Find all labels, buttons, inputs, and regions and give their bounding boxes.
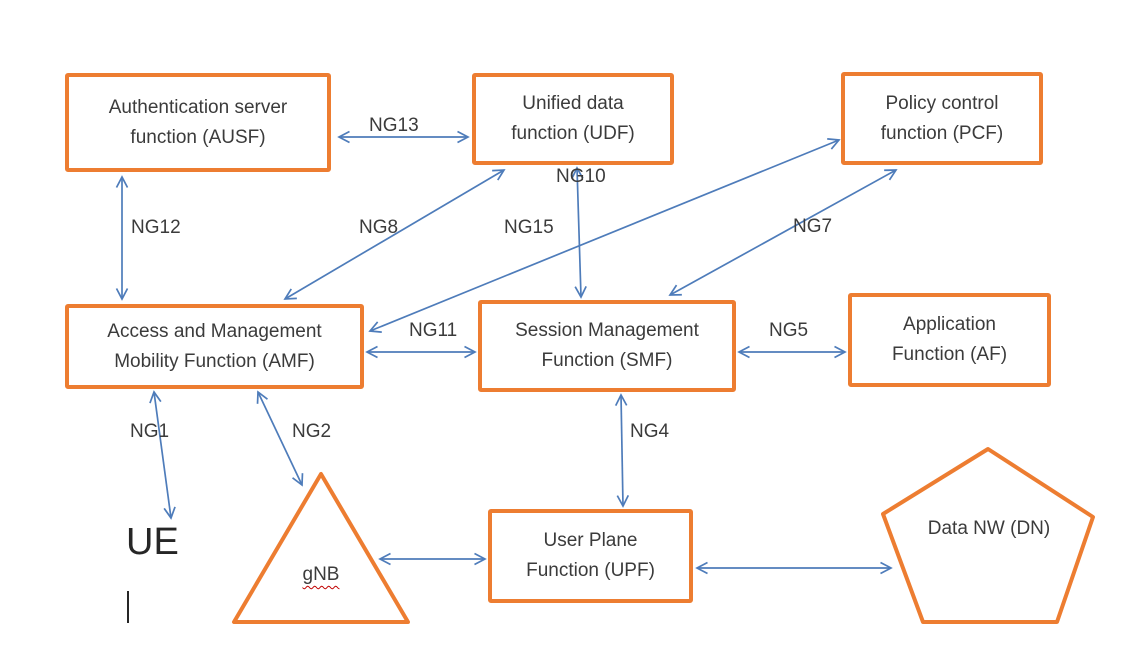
af-node[interactable]: Application Function (AF): [848, 293, 1051, 387]
ng10-interface-label[interactable]: NG10: [556, 166, 606, 187]
data-nw-label: Data NW (DN): [916, 514, 1062, 544]
data-nw-pentagon-shape[interactable]: [881, 447, 1095, 624]
smf-label-line2: Function (SMF): [541, 350, 673, 371]
ng5-interface-label[interactable]: NG5: [769, 320, 809, 341]
pcf-label-line1: Policy control: [885, 92, 999, 114]
data-nw-label-line1: Data NW: [927, 518, 1005, 539]
ng8-interface-label[interactable]: NG8: [359, 217, 399, 238]
ausf-label-line1: Authentication server: [108, 96, 288, 118]
upf-label-line1: User Plane: [543, 530, 638, 551]
ng2-connector[interactable]: [256, 390, 304, 487]
ng7-interface-label[interactable]: NG7: [793, 216, 833, 237]
ng1-interface-label[interactable]: NG1: [130, 421, 170, 442]
ng4-connector[interactable]: [614, 393, 630, 508]
udf-label-line2: function (UDF): [511, 123, 635, 144]
ng4-interface-label[interactable]: NG4: [630, 421, 670, 442]
ng15-interface-label[interactable]: NG15: [504, 217, 554, 238]
data-nw-label-line2: (DN): [1010, 518, 1051, 539]
pcf-node[interactable]: Policy control function (PCF): [841, 72, 1043, 165]
af-label-line2: Function (AF): [891, 344, 1008, 365]
amf-node[interactable]: Access and Management Mobility Function …: [65, 304, 364, 389]
upf-label-line2: Function (UPF): [526, 560, 655, 581]
udf-label-line1: Unified data: [522, 93, 624, 114]
ng2-interface-label[interactable]: NG2: [292, 421, 332, 442]
text-cursor: [127, 591, 129, 623]
gnb-triangle-shape[interactable]: [232, 472, 410, 624]
af-label-line1: Application: [903, 314, 996, 335]
ng13-interface-label[interactable]: NG13: [369, 115, 419, 136]
smf-node[interactable]: Session Management Function (SMF): [478, 300, 736, 392]
ng12-interface-label[interactable]: NG12: [131, 217, 181, 238]
pcf-label-line2: function (PCF): [880, 122, 1004, 144]
ausf-node[interactable]: Authentication server function (AUSF): [65, 73, 331, 172]
gnb-label-wrap: gNB: [281, 560, 361, 590]
ausf-label-line2: function (AUSF): [130, 126, 266, 148]
ng1-connector[interactable]: [149, 390, 176, 520]
amf-label-line2: Mobility Function (AMF): [114, 350, 315, 372]
gnb-label: gNB: [302, 564, 340, 585]
ue-node-label[interactable]: UE: [126, 521, 179, 563]
ng11-interface-label[interactable]: NG11: [409, 320, 458, 341]
udf-node[interactable]: Unified data function (UDF): [472, 73, 674, 165]
ng7-connector[interactable]: [668, 169, 898, 296]
upf-node[interactable]: User Plane Function (UPF): [488, 509, 693, 603]
amf-label-line1: Access and Management: [107, 320, 322, 342]
smf-label-line1: Session Management: [515, 320, 699, 341]
